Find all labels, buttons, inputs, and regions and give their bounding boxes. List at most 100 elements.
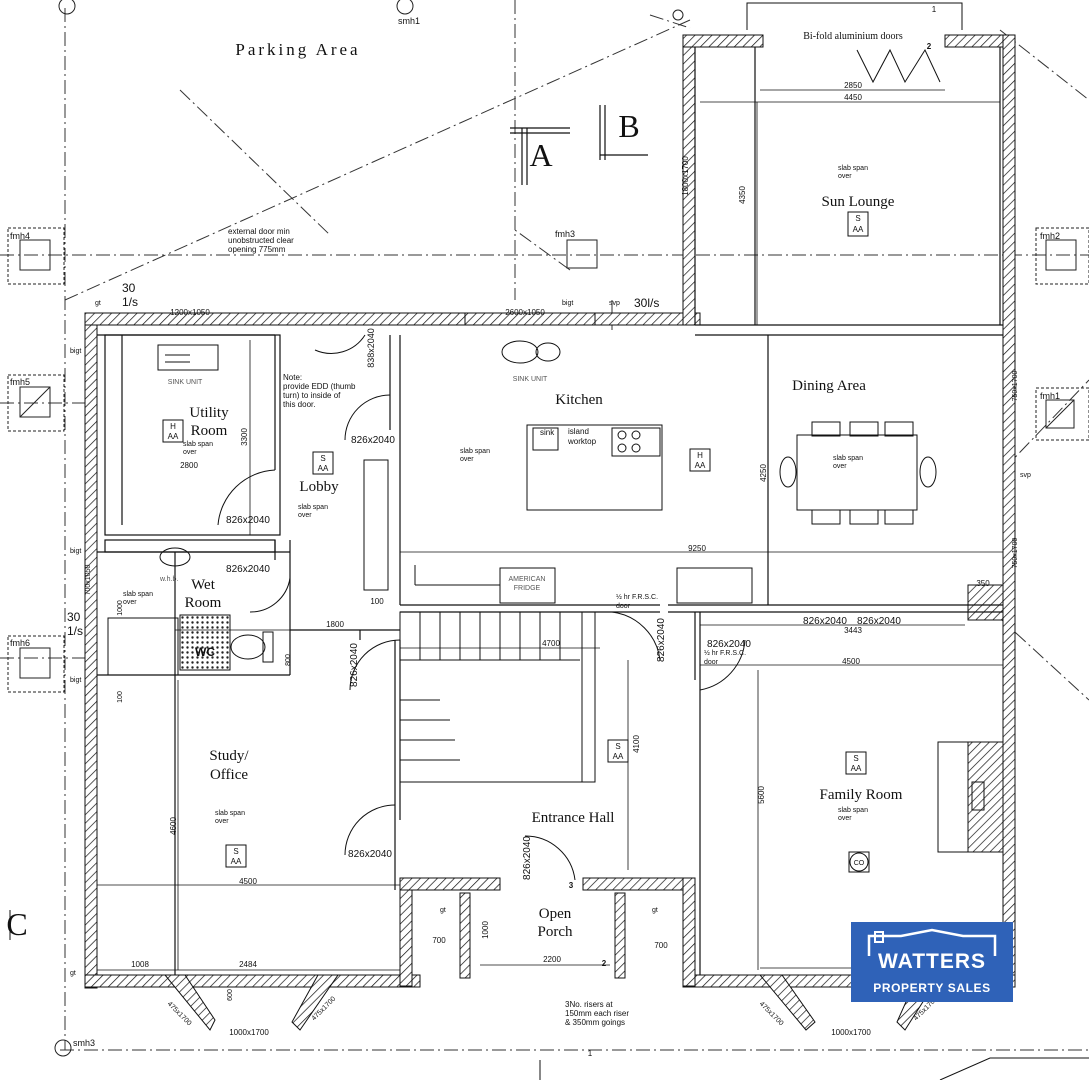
sym-aa-kitchen: AA [695,461,706,470]
dim-bay-family: 1000x1700 [831,1028,871,1037]
dim-100: 100 [370,597,384,606]
dim-4250: 4250 [759,464,768,482]
sym-co-family: CO [854,860,865,867]
label-bigt-left1: bigt [70,348,81,355]
dim-9250: 9250 [688,544,706,553]
slab-utility-1: slab span [183,441,213,448]
label-smh3: smh3 [73,1038,95,1048]
dim-1800: 1800 [326,620,344,629]
room-porch-line1: Open [539,906,572,922]
room-study-line1: Study/ [209,748,249,764]
dim-door-dining-2: 826x2040 [857,616,901,627]
note-ext-door-2: unobstructed clear [228,236,294,245]
label-svp-dining: svp [1020,472,1031,479]
notes: Bi-fold aluminium doors external door mi… [123,31,903,1027]
note-american-1: AMERICAN [509,576,546,583]
dim-30-top: 30 [122,281,136,295]
note-island-1: island [568,427,589,436]
room-dining-area: Dining Area [792,378,866,394]
room-porch-line2: Porch [538,924,573,940]
house-roof-icon [867,928,997,956]
note-ext-door-1: external door min [228,227,290,236]
dim-3300: 3300 [240,428,249,446]
dim-door-hall-v1: 826x2040 [349,643,360,687]
dim-2200: 2200 [543,955,561,964]
manholes [7,0,1089,1057]
dim-4600: 4600 [169,817,178,835]
label-fmh3: fmh3 [555,229,575,239]
label-bigt-kitchen: bigt [562,300,573,307]
note-risers-3: & 350mm goings [565,1018,625,1027]
slab-dining-1: slab span [833,455,863,462]
dim-door-utility: 826x2040 [226,515,270,526]
dimension-lines [97,89,1003,971]
section-markers [510,105,648,185]
dim-600-bay: 600 [227,989,234,1001]
dim-800-wet: 800 [285,654,292,666]
sym-s-hall: S [615,742,620,751]
manhole-labels: smh1 smh3 fmh1 fmh2 fmh3 fmh4 fmh5 fmh6 … [10,16,1060,1048]
note-frsc-1b: ½ hr F.R.S.C. [704,649,746,657]
dim-4700: 4700 [542,639,560,648]
dim-kitchen-window: 2600x1050 [505,308,545,317]
label-smh1: smh1 [398,16,420,26]
dim-100-wet: 100 [117,691,124,703]
room-sun-lounge: Sun Lounge [822,194,895,210]
dim-door-study: 826x2040 [348,849,392,860]
grid-1-bottom: 1 [588,1049,593,1058]
dim-4500-study: 4500 [239,877,257,886]
slab-wet-2: over [123,599,137,606]
dim-dining-window-1: 750x1700 [1012,371,1019,402]
note-frsc-2b: door [704,659,719,666]
fittings [107,340,985,872]
slab-sun-1: slab span [838,165,868,172]
dim-bay-study: 1000x1700 [229,1028,269,1037]
note-ext-door-3: opening 775mm [228,245,286,254]
dim-wet-window: 700x1050 [85,565,92,596]
slab-kitchen-1: slab span [460,448,490,455]
dim-30-left: 30 [67,610,81,624]
label-fmh5: fmh5 [10,377,30,387]
note-sink-unit-utility: SINK UNIT [168,379,203,386]
note-edd-4: this door. [283,400,315,409]
label-fmh1: fmh1 [1040,391,1060,401]
section-a: A [529,137,552,173]
note-frsc-2a: door [616,603,631,610]
sym-h-utility: H [170,422,176,431]
dim-2484: 2484 [239,960,257,969]
logo-line-2: PROPERTY SALES [873,981,991,995]
note-sink: sink [540,428,555,437]
dim-4350: 4350 [738,186,747,204]
symbol-labels: S AA S AA H AA H AA S AA S AA S AA CO 1 … [168,5,937,1058]
note-american-2: FRIDGE [514,585,541,592]
logo-line-1: WATTERS [877,950,987,973]
door-swings [217,48,941,881]
label-bigt-left3: bigt [70,677,81,684]
note-island-2: worktop [567,437,597,446]
slab-sun-2: over [838,173,852,180]
dim-dining-window-2: 750x1700 [1012,538,1019,569]
room-parking-area: Parking Area [235,40,360,59]
dim-1008: 1008 [131,960,149,969]
label-bigt-left2: bigt [70,548,81,555]
sym-aa-hall: AA [613,752,624,761]
dim-door-wet: 826x2040 [226,564,270,575]
dim-30ls-kitchen: 30l/s [634,296,659,310]
dim-2800: 2800 [180,461,198,470]
dim-350: 350 [976,579,990,588]
symbols [162,211,870,873]
dimension-labels: 1200x1050 2600x1050 30 1/s 30l/s 30 1/s … [67,81,1019,1037]
dim-bay-left-1: 475x1700 [166,1001,193,1028]
note-risers-2: 150mm each riser [565,1009,629,1018]
dim-door-dining-1: 826x2040 [803,616,847,627]
dim-door-hall-v2: 826x2040 [656,618,667,662]
dim-700-left: 700 [432,936,446,945]
sym-aa-lobby: AA [318,464,329,473]
note-edd-1: Note: [283,373,302,382]
external-walls [84,34,1016,1031]
grid-3-porch: 3 [569,881,574,890]
dim-door-family: 826x2040 [707,639,751,650]
slab-wet-1: slab span [123,591,153,598]
dim-1s-left: 1/s [67,624,83,638]
